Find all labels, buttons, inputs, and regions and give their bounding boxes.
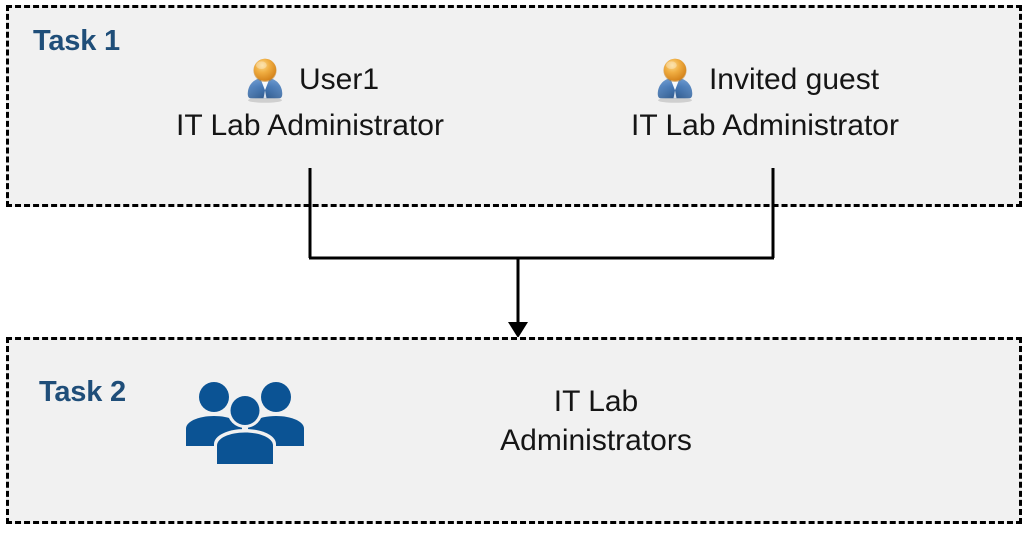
user-group-icon [180, 378, 310, 464]
task-1-label: Task 1 [33, 25, 120, 57]
member-name: User1 [298, 63, 380, 97]
member-name: Invited guest [708, 63, 880, 97]
task-1-member-invited-guest: Invited guest IT Lab Administrator [565, 56, 965, 146]
user-icon [651, 57, 699, 103]
task-1-panel: Task 1 [6, 5, 1022, 207]
member-role: IT Lab Administrator [176, 109, 444, 142]
group-name: IT Lab Administrators [500, 385, 692, 457]
task-2-label: Task 2 [39, 376, 126, 408]
task-1-member-user1: User1 IT Lab Administrator [130, 56, 490, 146]
user-icon [241, 57, 289, 103]
member-role: IT Lab Administrator [631, 109, 899, 142]
member-name-row: User1 [130, 56, 490, 104]
task-2-panel: Task 2 [6, 337, 1022, 524]
task-2-group-row: IT Lab Administrators [180, 378, 800, 464]
member-name-row: Invited guest [565, 56, 965, 104]
